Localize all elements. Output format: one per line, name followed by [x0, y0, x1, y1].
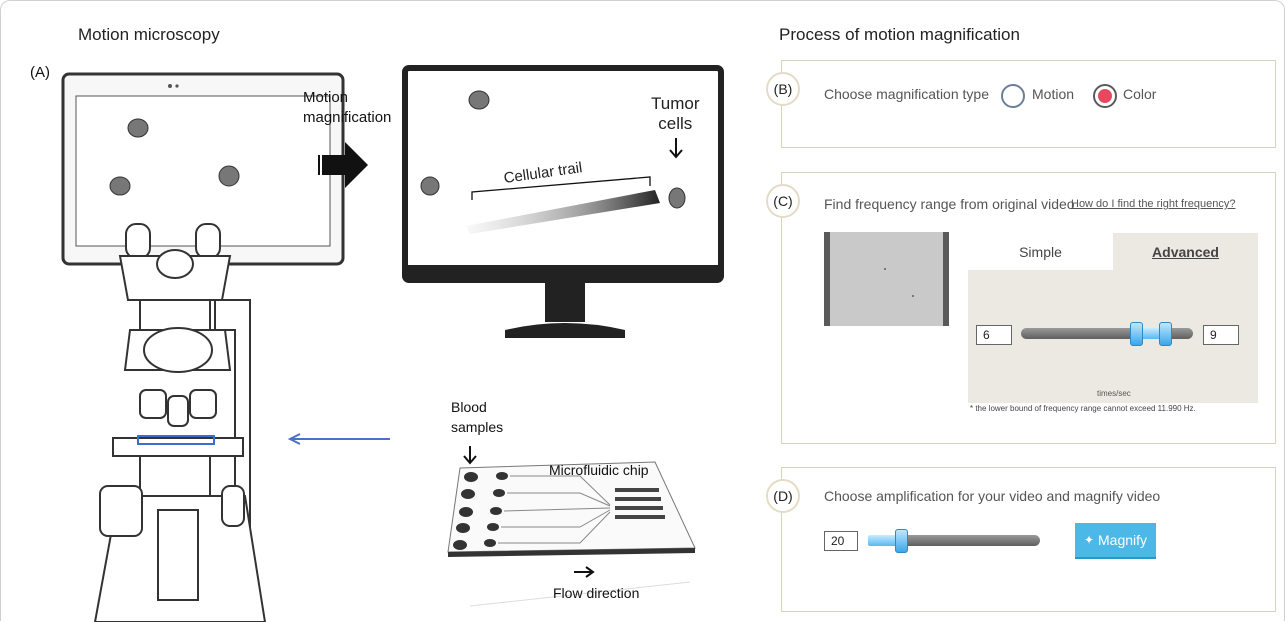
- frequency-range-slider[interactable]: [1021, 328, 1193, 339]
- frequency-unit: times/sec: [1097, 389, 1131, 398]
- panel-c-badge: (C): [766, 184, 800, 218]
- amplification-label: Choose amplification for your video and …: [824, 488, 1161, 504]
- microfluidic-chip: [447, 461, 696, 557]
- motion-magnification-label: Motion magnification: [303, 89, 392, 126]
- magic-wand-icon: ✦: [1083, 533, 1095, 547]
- amplification-input[interactable]: 20: [824, 531, 858, 551]
- microscope-tablet: [61, 72, 345, 266]
- flow-direction-label: Flow direction: [553, 585, 640, 601]
- panel-a-label: (A): [30, 64, 50, 81]
- microfluidic-chip-label: Microfluidic chip: [549, 462, 649, 478]
- magnify-button[interactable]: ✦ Magnify: [1075, 523, 1156, 559]
- motion-option-label: Motion: [1032, 86, 1075, 102]
- flow-arrow-icon: [574, 566, 595, 578]
- tumor-cells-label: Tumor cells: [651, 94, 700, 133]
- cellular-trail: [466, 190, 660, 234]
- microscope-body: [93, 223, 267, 622]
- amplification-fill: [868, 535, 901, 546]
- color-radio[interactable]: [1093, 84, 1117, 108]
- tab-simple-label: Simple: [1019, 244, 1062, 260]
- amplification-slider[interactable]: [868, 535, 1040, 546]
- help-frequency-link[interactable]: How do I find the right frequency?: [1071, 198, 1236, 210]
- tab-simple[interactable]: Simple: [968, 233, 1113, 270]
- color-option-label: Color: [1123, 86, 1157, 102]
- motion-radio[interactable]: [1001, 84, 1025, 108]
- amplification-handle[interactable]: [894, 529, 908, 553]
- frequency-range-fill: [1136, 328, 1166, 339]
- tab-advanced[interactable]: Advanced: [1113, 233, 1258, 270]
- frequency-low-input[interactable]: 6: [976, 325, 1012, 345]
- frequency-high-input[interactable]: 9: [1203, 325, 1239, 345]
- frequency-low-handle[interactable]: [1130, 322, 1144, 346]
- blood-samples-label: Blood samples: [451, 399, 504, 435]
- panel-b: [781, 60, 1276, 148]
- left-title: Motion microscopy: [78, 25, 220, 44]
- tumor-arrow-icon: [669, 138, 683, 159]
- frequency-note: * the lower bound of frequency range can…: [970, 404, 1196, 413]
- panel-b-badge: (B): [766, 72, 800, 106]
- tab-advanced-label: Advanced: [1152, 244, 1219, 260]
- microscopy-illustration: [61, 65, 724, 622]
- slide-highlight: [137, 435, 215, 445]
- frequency-range-label: Find frequency range from original video: [824, 196, 1075, 212]
- magnify-button-label: Magnify: [1098, 532, 1148, 548]
- frequency-high-handle[interactable]: [1159, 322, 1173, 346]
- magnification-type-label: Choose magnification type: [824, 86, 989, 102]
- panel-d-badge: (D): [766, 479, 800, 513]
- right-arrow-icon: [322, 142, 368, 188]
- down-arrow-icon: [463, 446, 477, 465]
- video-thumbnail: [824, 232, 949, 326]
- blue-arrow-icon: [287, 433, 390, 445]
- right-title: Process of motion magnification: [779, 25, 1020, 44]
